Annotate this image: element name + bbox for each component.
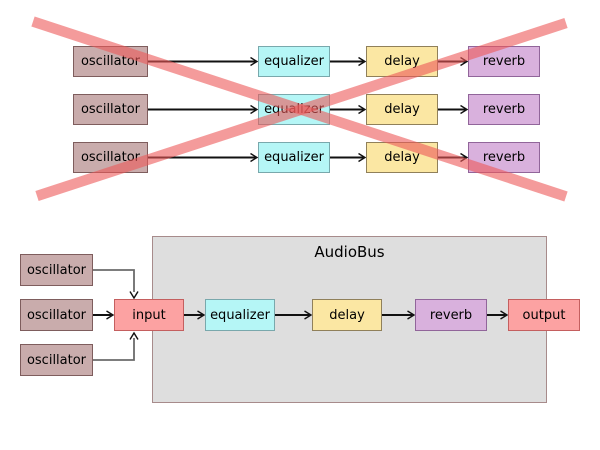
- node-equalizer: equalizer: [205, 299, 275, 331]
- node-reverb: reverb: [468, 94, 540, 125]
- node-delay: delay: [366, 94, 438, 125]
- node-oscillator: oscillator: [73, 94, 148, 125]
- node-input: input: [114, 299, 184, 331]
- audiobus-title: AudioBus: [314, 243, 385, 261]
- node-reverb: reverb: [468, 46, 540, 77]
- node-delay: delay: [366, 46, 438, 77]
- node-reverb: reverb: [468, 142, 540, 173]
- node-delay: delay: [366, 142, 438, 173]
- node-equalizer: equalizer: [258, 46, 330, 77]
- node-oscillator: oscillator: [20, 299, 93, 331]
- node-oscillator: oscillator: [20, 344, 93, 376]
- node-reverb: reverb: [415, 299, 487, 331]
- node-equalizer: equalizer: [258, 142, 330, 173]
- node-oscillator: oscillator: [73, 142, 148, 173]
- node-output: output: [508, 299, 580, 331]
- node-equalizer: equalizer: [258, 94, 330, 125]
- node-oscillator: oscillator: [73, 46, 148, 77]
- node-oscillator: oscillator: [20, 254, 93, 286]
- node-delay: delay: [312, 299, 382, 331]
